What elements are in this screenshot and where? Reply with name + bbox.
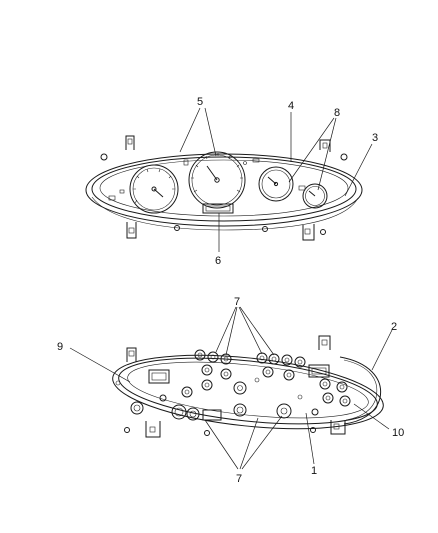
instrument-cluster-rear-icon [112,335,384,438]
callout-6: 6 [215,255,221,267]
callout-1: 1 [311,465,317,477]
callout-7-top: 7 [234,296,240,308]
front-leader-lines [179,107,373,252]
rear-leader-lines [69,306,393,470]
callout-2: 2 [391,321,397,333]
instrument-cluster-front-icon [85,135,363,241]
callout-3: 3 [372,132,378,144]
callout-9: 9 [57,341,63,353]
callout-7-bottom: 7 [236,473,242,485]
callout-5: 5 [197,96,203,108]
callout-4: 4 [288,100,294,112]
callout-labels: 5 4 8 3 6 7 2 9 10 1 7 [57,96,404,485]
callout-10: 10 [392,427,404,439]
callout-8: 8 [334,107,340,119]
